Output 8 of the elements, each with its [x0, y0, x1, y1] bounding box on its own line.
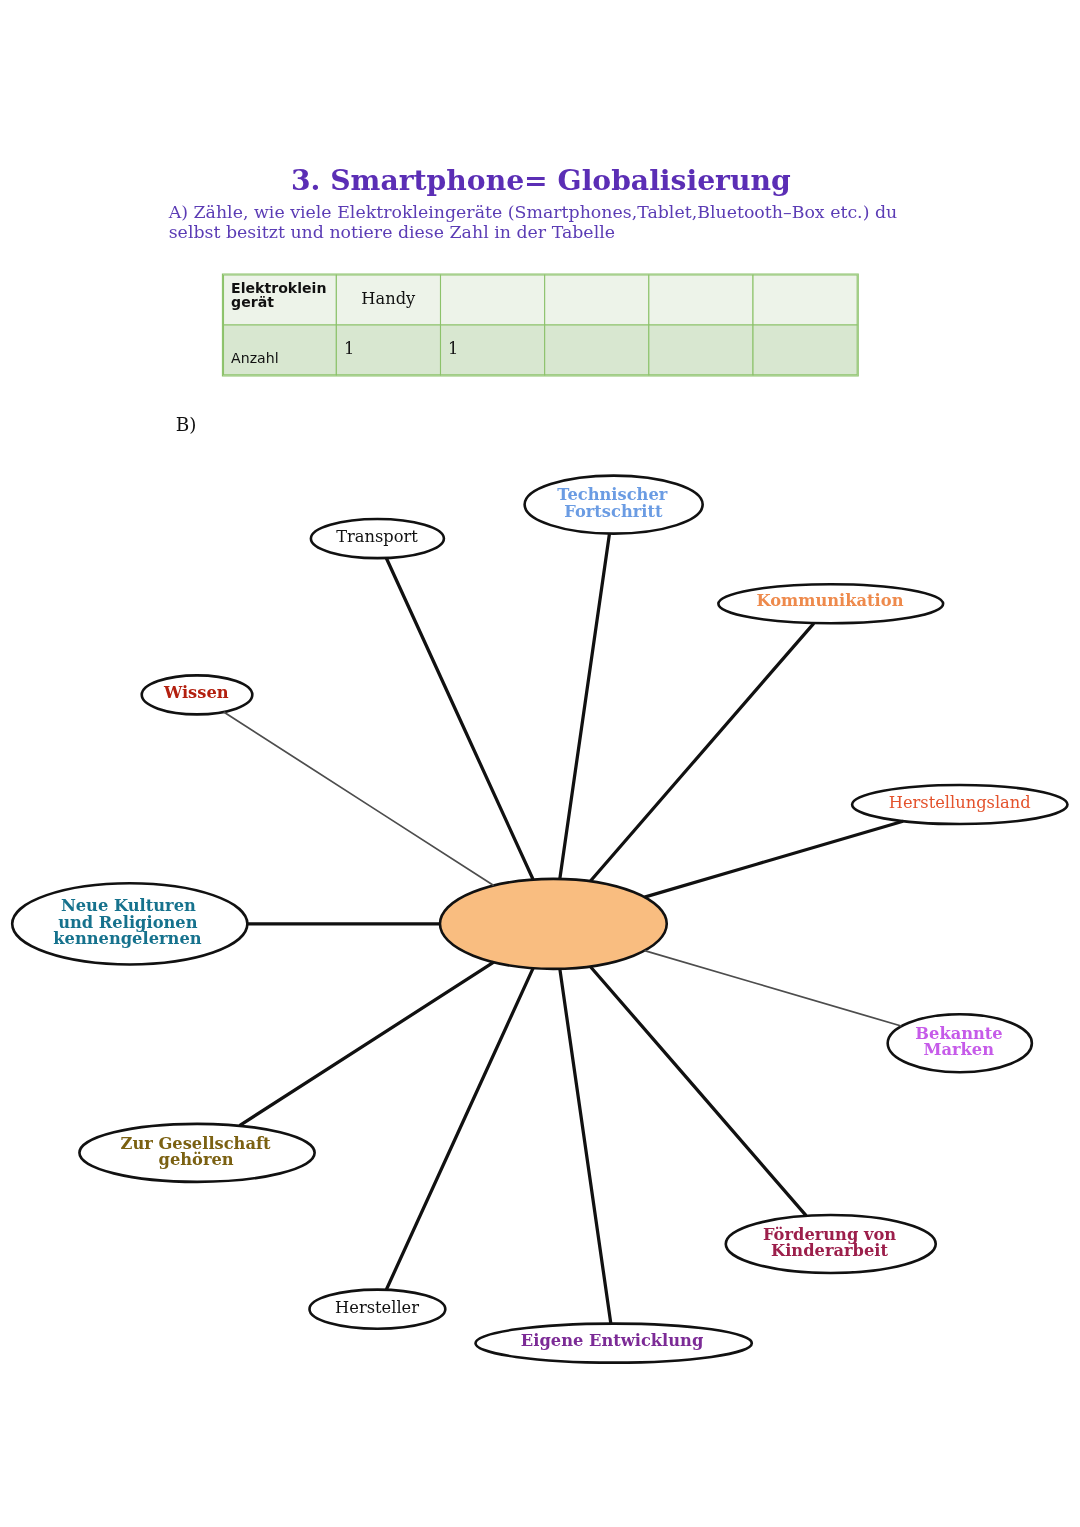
label: 1 [343, 338, 355, 358]
label: B) [175, 413, 197, 435]
label: A) Zähle, wie viele Elektrokleingeräte (Smartphones,Tablet,Bluetooth–Box etc.) du selbst besitzt und notiere diese Zahl in der Tabelle [168, 202, 898, 242]
label: 1 [448, 338, 459, 358]
label: Elektroklein gerät [231, 279, 327, 310]
diagram-title: 3. Smartphone= Globalisierung [290, 164, 791, 198]
label: Handy [361, 288, 416, 308]
label: Anzahl [231, 350, 279, 367]
